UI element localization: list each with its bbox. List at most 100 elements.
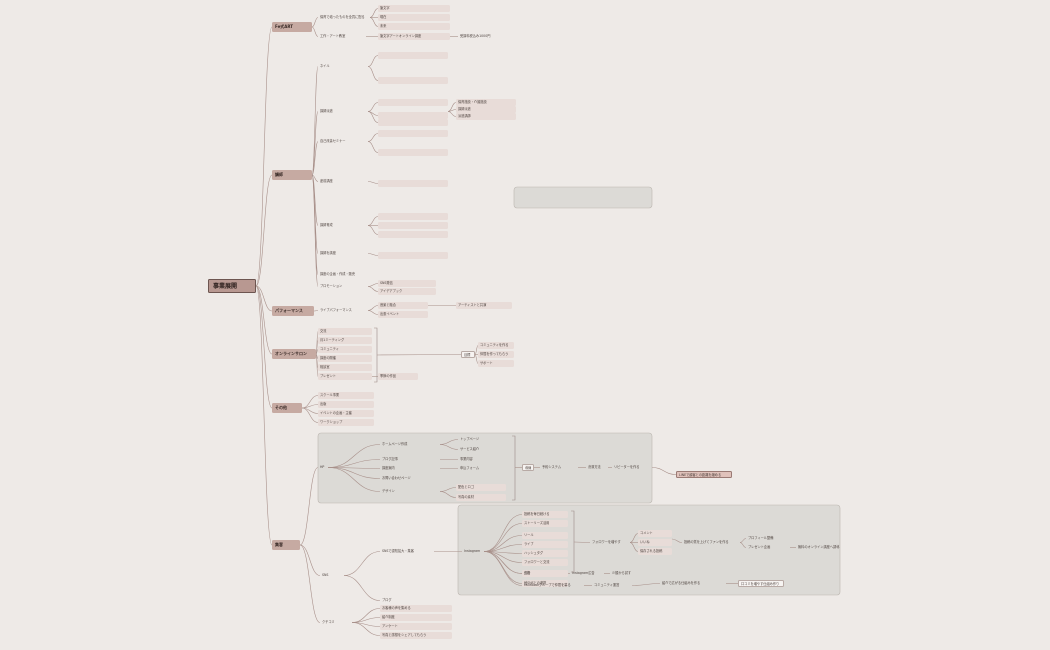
mindmap-node[interactable]: トップページ (460, 437, 480, 441)
section-marketing[interactable]: 集客 (272, 540, 300, 550)
mindmap-node[interactable]: SNSで認知拡大・集客 (382, 549, 414, 553)
mindmap-node[interactable]: サポート (478, 360, 514, 367)
mindmap-node[interactable]: 投稿の質を上げてファンを作る (684, 540, 729, 544)
mindmap-node[interactable]: 自己改善セミナー (320, 139, 346, 143)
mindmap-node[interactable]: 写真の素材 (456, 494, 506, 501)
mindmap-node[interactable]: ワークショップ (318, 419, 374, 426)
mindmap-node[interactable]: 写真と感想をシェアしてもらう (380, 632, 452, 639)
mindmap-node[interactable]: SNS発信 (378, 280, 436, 287)
mindmap-node[interactable]: 保存される投稿 (638, 548, 672, 555)
mindmap-node[interactable]: 交流 (318, 328, 372, 335)
mindmap-node[interactable]: 無料のオンライン講座へ誘導 (798, 545, 840, 549)
mindmap-node[interactable]: いいね (638, 539, 672, 546)
mindmap-node[interactable]: アンケート (380, 623, 452, 630)
mindmap-node[interactable]: プロフィール整備 (748, 536, 774, 540)
mindmap-node[interactable]: フォロワーを増やす (592, 540, 621, 544)
mindmap-node[interactable]: 目標 (461, 351, 475, 358)
chain-node[interactable]: リピーターを作る (614, 465, 640, 469)
mindmap-node[interactable]: 相談室 (318, 364, 372, 371)
mindmap-node[interactable]: 筆文字アートオンライン講座 (378, 33, 450, 40)
mindmap-node[interactable]: ハッシュタグ (522, 550, 568, 557)
mindmap-node[interactable]: ホームページ作成 (382, 442, 408, 446)
mindmap-node[interactable]: 産前講座 (320, 179, 333, 183)
mindmap-node[interactable]: 保育施設・介護施設 (456, 99, 516, 106)
mindmap-node[interactable]: Instagram (464, 549, 481, 553)
mindmap-node[interactable]: 少額から試す (612, 571, 632, 575)
mindmap-node[interactable]: コメント (638, 530, 672, 537)
mindmap-node[interactable]: 申込フォーム (460, 466, 480, 470)
mindmap-node[interactable]: アーティストと共演 (456, 302, 512, 309)
mindmap-node[interactable]: 季節の作品 (378, 373, 418, 380)
mindmap-node[interactable]: 現在 (378, 14, 450, 21)
mindmap-node[interactable]: Instagram広告 (572, 571, 595, 575)
sns-node[interactable]: SNS (322, 573, 329, 577)
mindmap-node[interactable]: 派遣講師 (456, 113, 516, 120)
mindmap-node[interactable]: プロモーション (320, 284, 343, 288)
mindmap-node[interactable]: Facebookグループで仲間を募る (524, 583, 571, 587)
root-node[interactable]: 事業展開 (208, 279, 256, 293)
mindmap-node[interactable]: プレゼント企画 (748, 545, 771, 549)
mindmap-node[interactable]: 出版 (318, 401, 374, 408)
hp-node[interactable]: HP (320, 465, 325, 469)
connector-line (299, 544, 321, 576)
mindmap-node[interactable]: ブログ記事 (382, 457, 398, 461)
mindmap-node[interactable]: ネイル (320, 64, 330, 68)
section-performance[interactable]: パフォーマンス (272, 306, 314, 316)
mindmap-node[interactable]: ストーリーズ活用 (522, 520, 568, 527)
mindmap-node[interactable]: 出張イベント (378, 311, 428, 318)
mindmap-node[interactable]: 講座の企画・作成・販売 (320, 272, 356, 276)
mindmap-node[interactable]: 筆文字 (378, 5, 450, 12)
chain-node[interactable]: 決済方法 (588, 465, 601, 469)
mindmap-node[interactable]: 事業内容 (460, 457, 473, 461)
mindmap-node[interactable]: 音楽と融合 (378, 302, 428, 309)
mindmap-node[interactable]: デザイン (382, 489, 395, 493)
section-online-salon[interactable]: オンラインサロン (272, 349, 316, 359)
mindmap-node[interactable]: 月1ミーティング (318, 337, 372, 344)
mindmap-node[interactable]: 紹介で広がる仕組みを作る (662, 581, 701, 585)
connector-line (255, 285, 273, 355)
mindmap-node[interactable]: フォロワーと交流 (522, 559, 568, 566)
mindmap-node[interactable]: コミュニティ (318, 346, 372, 353)
mindmap-node[interactable]: サービス紹介 (460, 447, 480, 451)
mindmap-node[interactable]: 講師派遣 (456, 106, 516, 113)
mindmap-node[interactable]: 講座案内 (382, 466, 395, 470)
mindmap-node[interactable]: お客様の声を集める (380, 605, 452, 612)
section-fe-art[interactable]: Fe式ART (272, 22, 312, 32)
mindmap-node[interactable]: 講師を講座 (320, 251, 336, 255)
outcome-node[interactable]: LINEで顧客との距離を縮める (676, 471, 732, 478)
mindmap-node[interactable]: 分析 (522, 570, 568, 577)
mindmap-node[interactable]: 講師派遣 (320, 109, 333, 113)
mindmap-node[interactable]: コミュニティ運営 (594, 583, 620, 587)
mindmap-node[interactable]: コミュニティを作る (478, 342, 514, 349)
mindmap-node[interactable]: プレゼント (318, 373, 372, 380)
mindmap-node[interactable]: 口コミを増やす仕組み作り (738, 580, 784, 587)
mindmap-node[interactable]: 配色とロゴ (456, 484, 506, 491)
word-of-mouth-node[interactable]: クチコミ (322, 620, 335, 624)
mindmap-node[interactable]: 保育で培ったものを全員に配る (320, 15, 365, 19)
mindmap-node[interactable]: アイデアブック (378, 288, 436, 295)
mindmap-node[interactable]: 受講料税込み1000円 (460, 34, 491, 38)
mindmap-node[interactable]: リール (522, 532, 568, 539)
mindmap-node[interactable]: 未来 (378, 23, 450, 30)
mindmap-node[interactable]: ライブパフォーマンス (320, 308, 352, 312)
mindmap-node[interactable]: 講座の開催 (318, 355, 372, 362)
mindmap-node[interactable]: ブログ (382, 598, 392, 602)
mindmap-node[interactable]: 仲間を作ってもらう (478, 351, 514, 358)
mindmap-node[interactable]: 工作・アート教室 (320, 34, 346, 38)
mindmap-node[interactable]: 講師育成 (320, 223, 333, 227)
mindmap-node[interactable]: 紹介制度 (380, 614, 452, 621)
section-instructor[interactable]: 講師 (272, 170, 312, 180)
connector-line (369, 8, 379, 18)
mindmap-node[interactable]: ライブ (522, 541, 568, 548)
mindmap-node[interactable]: スクール事業 (318, 392, 374, 399)
mindmap-node[interactable]: 投稿を毎日続ける (522, 511, 568, 518)
mindmap-node[interactable]: イベントの企画・主催 (318, 410, 374, 417)
mindmap-node[interactable]: お問い合わせページ (382, 476, 411, 480)
section-other[interactable]: その他 (272, 403, 302, 413)
mindmap-node[interactable]: 他SNSとの連携 (522, 580, 568, 587)
mindmap-node[interactable]: 広告 (524, 571, 531, 575)
chain-node[interactable]: 導線 (522, 464, 534, 471)
connector-line (255, 174, 273, 287)
chain-node[interactable]: 予約システム (542, 465, 562, 469)
